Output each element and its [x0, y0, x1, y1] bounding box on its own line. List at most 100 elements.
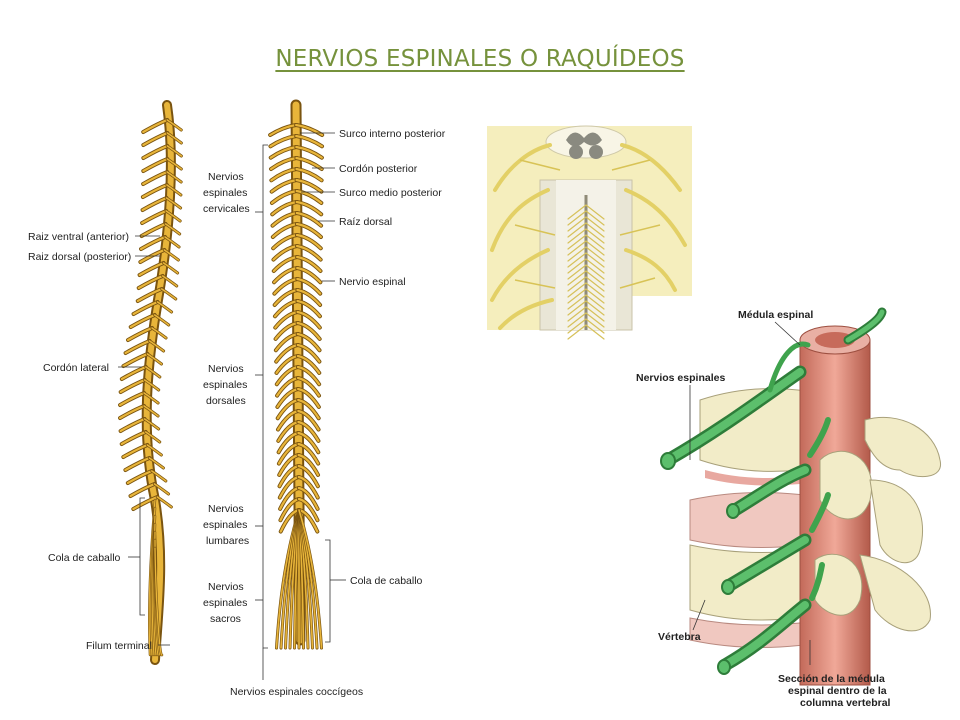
posterior-root — [297, 420, 320, 443]
rootlet — [567, 204, 605, 220]
posterior-root — [296, 321, 321, 341]
label-cordon-posterior: Cordón posterior — [339, 163, 418, 175]
vertebral-column-figure: Médula espinal Nervios espinales Vértebr… — [636, 307, 941, 709]
lateral-root — [122, 443, 149, 459]
rootlet — [567, 246, 605, 262]
rootlet — [567, 216, 605, 232]
green-spinal-nerves — [661, 307, 887, 672]
posterior-root — [271, 200, 298, 216]
lateral-root — [166, 184, 182, 196]
posterior-root — [296, 354, 321, 375]
rootlet — [567, 264, 605, 280]
lateral-root — [166, 145, 183, 157]
posterior-root — [297, 464, 319, 488]
posterior-root — [295, 123, 324, 137]
rootlet — [567, 306, 605, 322]
lateral-root — [166, 171, 182, 183]
label-vertebra: Vértebra — [658, 631, 701, 643]
posterior-root — [296, 310, 321, 329]
cauda-fiber — [298, 509, 323, 649]
lateral-root — [137, 274, 164, 290]
posterior-root — [297, 486, 319, 510]
label-dorsales-3: dorsales — [206, 395, 246, 407]
label-seccion-3: columna vertebral — [800, 697, 891, 709]
lateral-root — [132, 495, 159, 511]
rootlet — [567, 324, 605, 340]
posterior-root — [269, 134, 298, 148]
posterior-root — [297, 398, 320, 420]
lateral-root — [143, 379, 160, 391]
posterior-root — [297, 442, 320, 465]
rootlet — [567, 276, 605, 292]
posterior-root — [296, 255, 322, 273]
label-lumbares-3: lumbares — [206, 535, 249, 547]
posterior-root — [297, 431, 320, 454]
label-cola-caballo-left: Cola de caballo — [48, 552, 121, 564]
label-dorsales-1: Nervios — [208, 363, 244, 375]
lateral-root — [144, 431, 161, 443]
rootlet — [567, 312, 605, 328]
lateral-root — [118, 391, 146, 407]
rootlet — [567, 252, 605, 268]
nerve-ends — [660, 452, 740, 675]
label-raiz-dorsal: Raiz dorsal (posterior) — [28, 251, 131, 263]
label-sacros-3: sacros — [210, 613, 241, 625]
lateral-root — [142, 131, 169, 147]
lateral-root — [153, 483, 170, 495]
lateral-root — [153, 314, 170, 326]
posterior-root — [296, 266, 322, 284]
posterior-root — [296, 365, 321, 386]
posterior-root — [297, 387, 320, 409]
posterior-root — [296, 288, 322, 307]
lateral-root — [165, 210, 181, 222]
label-cervicales-2: espinales — [203, 187, 247, 199]
label-sacros-1: Nervios — [208, 581, 244, 593]
rootlet — [567, 222, 605, 238]
rootlet — [567, 318, 605, 334]
posterior-left-labels: Nervios espinales cervicales Nervios esp… — [203, 171, 250, 625]
lateral-root — [151, 327, 167, 339]
lateral-root — [143, 392, 159, 404]
rootlet — [567, 288, 605, 304]
lateral-root — [161, 275, 178, 287]
rootlet — [567, 270, 605, 286]
label-dorsales-2: espinales — [203, 379, 247, 391]
posterior-root — [295, 200, 323, 216]
lateral-root — [156, 496, 173, 508]
lateral-root — [140, 222, 167, 238]
cauda-fiber — [154, 547, 163, 656]
lateral-root — [163, 249, 180, 261]
posterior-root — [295, 244, 322, 261]
lateral-root — [164, 236, 180, 248]
lateral-root — [124, 456, 151, 472]
lateral-root — [132, 300, 159, 316]
cross-section-illustration — [487, 125, 692, 340]
posterior-root — [295, 189, 323, 205]
posterior-root — [296, 376, 321, 397]
posterior-root — [272, 244, 299, 261]
posterior-root — [295, 145, 323, 159]
posterior-root — [295, 134, 324, 148]
lateral-root — [145, 366, 161, 378]
lateral-leader-lines — [118, 235, 170, 646]
posterior-right-leaders — [300, 132, 346, 643]
posterior-root — [269, 145, 298, 159]
lateral-root — [146, 353, 163, 365]
lateral-root — [143, 405, 159, 417]
lateral-root — [141, 183, 169, 199]
lateral-root — [126, 469, 153, 485]
lateral-root — [118, 404, 146, 420]
rootlet — [567, 258, 605, 274]
lateral-root — [124, 339, 151, 355]
label-cola-caballo-mid: Cola de caballo — [350, 575, 423, 587]
posterior-nerve-roots — [268, 123, 325, 650]
cord-fibers — [567, 204, 605, 340]
posterior-spinal-cord-figure: Nervios espinales cervicales Nervios esp… — [203, 99, 446, 698]
lateral-root — [164, 223, 181, 235]
posterior-root — [272, 255, 299, 273]
posterior-root — [270, 178, 298, 193]
label-cervicales-3: cervicales — [203, 203, 250, 215]
label-surco-interno: Surco interno posterior — [339, 128, 446, 140]
lateral-root — [166, 119, 183, 131]
